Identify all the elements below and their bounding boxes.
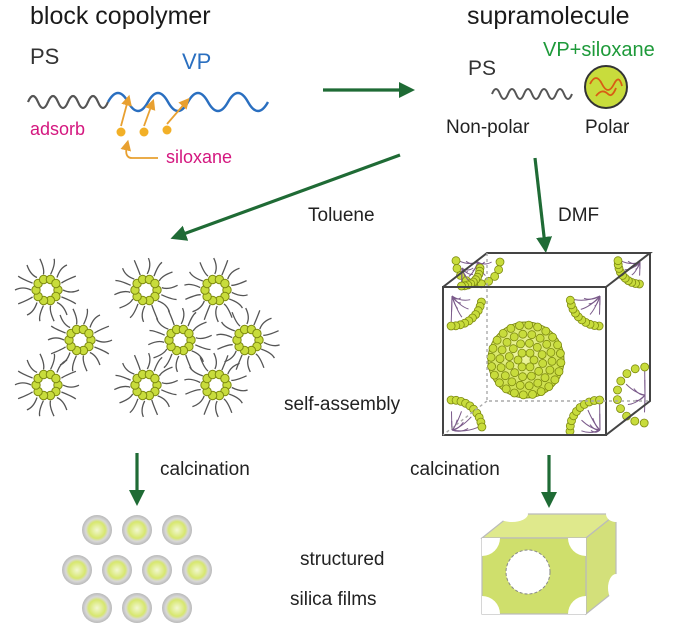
supramolecule-figure bbox=[491, 65, 628, 109]
toluene-label: Toluene bbox=[308, 205, 375, 226]
non-polar-label: Non-polar bbox=[446, 117, 530, 138]
silica-cube bbox=[480, 506, 626, 616]
adsorb-label: adsorb bbox=[30, 119, 86, 139]
micelle-icon bbox=[148, 307, 212, 373]
vp-block bbox=[106, 91, 270, 113]
toluene-arrow bbox=[170, 153, 401, 241]
structured-label: structured bbox=[300, 549, 385, 570]
micelle-icon bbox=[114, 257, 178, 323]
micelle-icon bbox=[47, 308, 113, 372]
micelle-icon bbox=[14, 353, 80, 417]
dmf-label: DMF bbox=[558, 205, 600, 226]
calcination-left-label: calcination bbox=[160, 459, 250, 480]
polar-core bbox=[584, 65, 628, 109]
block-copolymer-title: block copolymer bbox=[30, 2, 211, 30]
siloxane-dots bbox=[116, 125, 172, 137]
vp-label-left: VP bbox=[182, 49, 212, 74]
silica-films-label: silica films bbox=[290, 589, 377, 610]
siloxane-label: siloxane bbox=[166, 147, 233, 167]
vp-siloxane-label: VP+siloxane bbox=[543, 39, 655, 61]
micelle-icon bbox=[14, 258, 80, 322]
adsorb-arrows bbox=[120, 94, 190, 159]
ps-label-left: PS bbox=[30, 44, 60, 69]
block-copolymer-chain bbox=[26, 91, 270, 113]
dmf-arrow bbox=[533, 157, 553, 253]
cube-icon bbox=[442, 252, 653, 436]
self-assembly-label: self-assembly bbox=[284, 394, 401, 415]
micelle-icon bbox=[216, 307, 280, 373]
supramolecule-title: supramolecule bbox=[467, 2, 630, 30]
micelle-icon bbox=[114, 352, 178, 418]
ps-block bbox=[26, 94, 110, 110]
silica-sphere-icon bbox=[62, 515, 212, 623]
micelle-icon bbox=[184, 257, 248, 323]
polar-label: Polar bbox=[585, 117, 630, 138]
ps-label-right: PS bbox=[468, 57, 497, 80]
calcination-right-label: calcination bbox=[410, 459, 500, 480]
micelle-icon bbox=[184, 352, 248, 418]
micelle-lattice bbox=[14, 257, 280, 418]
